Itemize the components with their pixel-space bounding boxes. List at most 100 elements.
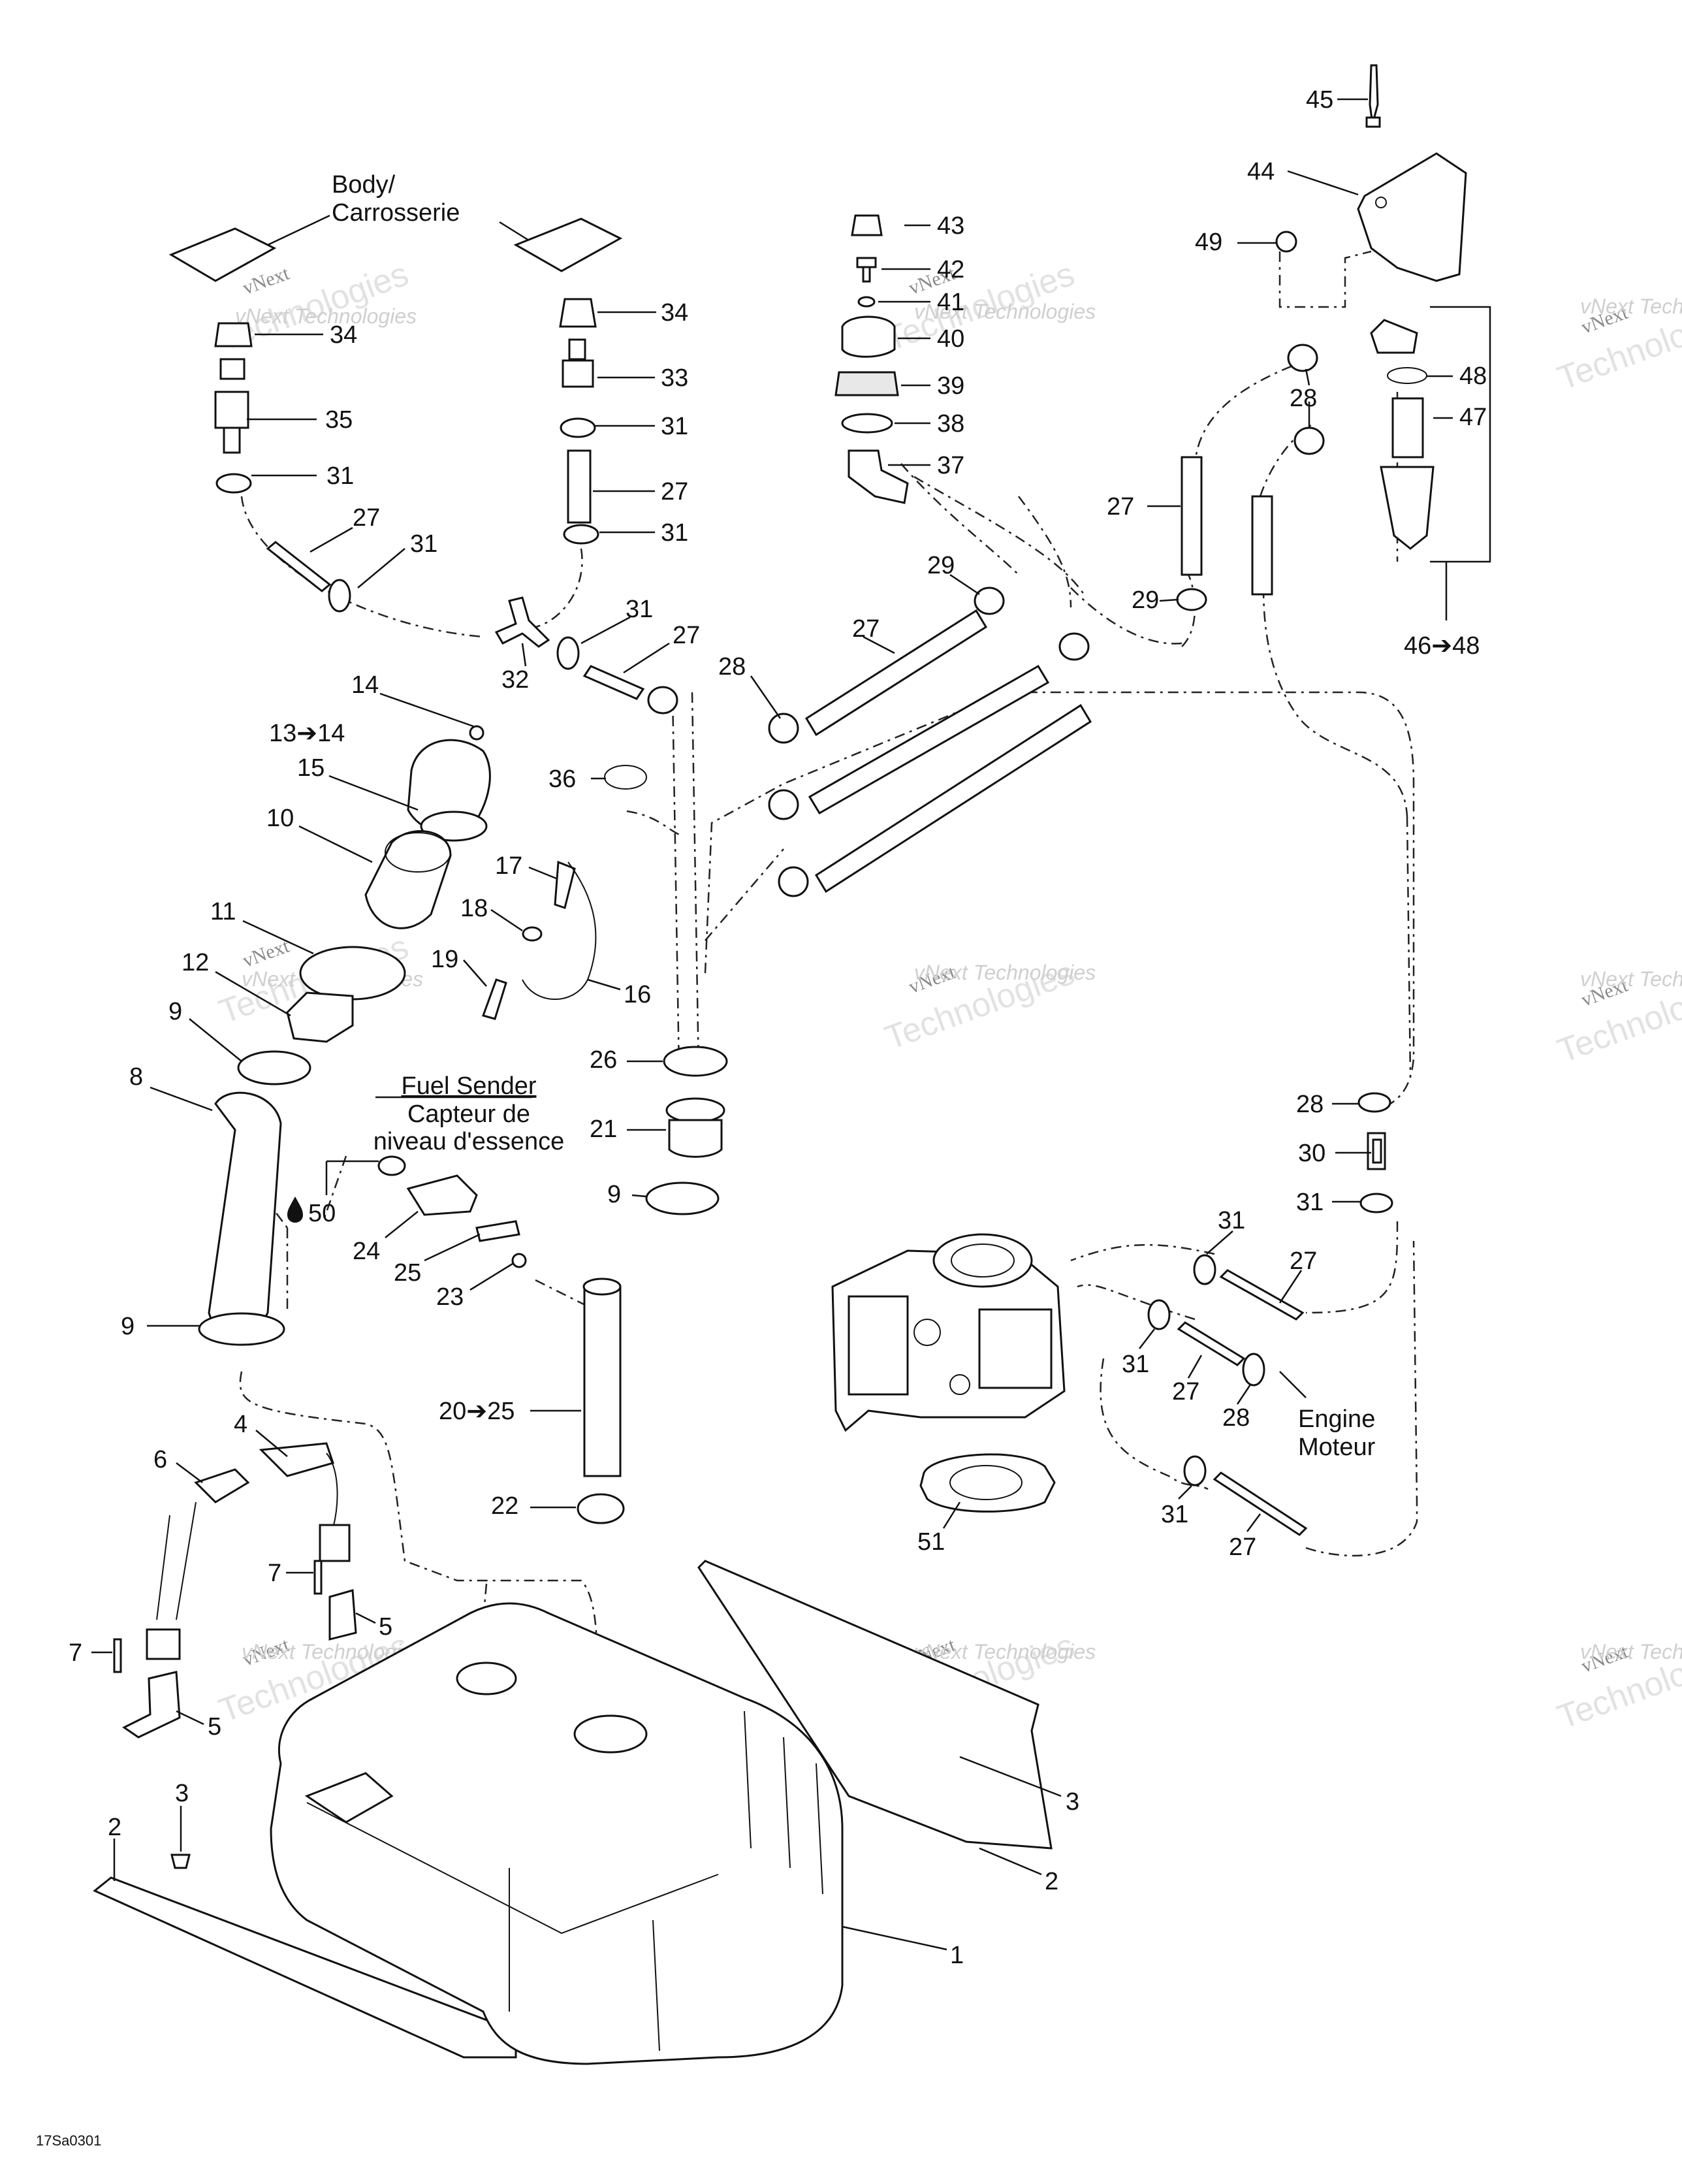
carburetor (831, 1233, 1066, 1432)
watermark: vNext Technologies (880, 954, 1079, 1057)
callout-33: 33 (661, 364, 688, 392)
callout-28: 28 (1222, 1404, 1250, 1432)
callout-28: 28 (718, 653, 746, 681)
part-51-gasket (919, 1453, 1056, 1513)
callout-31: 31 (661, 413, 688, 440)
callout-51: 51 (917, 1528, 945, 1556)
callout-27: 27 (1172, 1378, 1199, 1405)
callout-5: 5 (208, 1713, 221, 1741)
watermark-brand: vNext Technologies (235, 304, 417, 328)
part-43-knob (851, 214, 883, 236)
callout-38: 38 (937, 410, 964, 438)
callout-9: 9 (121, 1313, 135, 1340)
part-33-check-valve (562, 338, 594, 388)
part-37-fuel-valve (848, 449, 909, 504)
callout-30: 30 (1298, 1140, 1325, 1167)
part-34-vent-right (559, 298, 597, 328)
callout-36: 36 (548, 765, 576, 793)
callout-49: 49 (1195, 229, 1222, 256)
callout-1: 1 (950, 1942, 964, 1969)
callout-3: 3 (1066, 1788, 1079, 1816)
callout-27: 27 (661, 478, 688, 506)
callout-7: 7 (268, 1560, 281, 1587)
part-49-nut (1275, 231, 1297, 253)
part-40-handle (841, 315, 896, 358)
callout-47: 47 (1459, 404, 1487, 431)
callout-50: 50 (308, 1200, 336, 1227)
drop-symbol: 50 (287, 1160, 379, 1227)
callout-18: 18 (460, 895, 488, 922)
callout-31: 31 (1296, 1189, 1324, 1216)
callout-29: 29 (1132, 586, 1159, 614)
callout-32: 32 (501, 666, 529, 694)
callout-35: 35 (325, 406, 353, 434)
callout-21: 21 (590, 1116, 617, 1143)
callout-28: 28 (1296, 1091, 1324, 1118)
watermark: vNext Technologies (1553, 967, 1682, 1070)
part-44-bracket (1357, 152, 1467, 282)
part-1-fuel-tank (270, 1602, 844, 2065)
callout-27: 27 (852, 615, 880, 643)
body-plate-right (513, 217, 623, 272)
callout-20-25: 20➔25 (439, 1398, 515, 1425)
callout-31: 31 (1122, 1351, 1149, 1378)
callout-9: 9 (607, 1181, 621, 1208)
callout-6: 6 (153, 1446, 167, 1473)
part-9-clamp (198, 1312, 285, 1346)
callout-31: 31 (326, 462, 354, 490)
leader-lines (91, 98, 1453, 1951)
callout-27: 27 (673, 622, 700, 649)
callout-16: 16 (624, 981, 651, 1008)
part-5-bracket (122, 1589, 357, 1739)
watermark-brand: vNext Technologies (1580, 1640, 1682, 1663)
callout-45: 45 (1306, 86, 1333, 114)
callout-44: 44 (1247, 158, 1275, 185)
watermarks: vNext Technologies vNext Technologies vN… (214, 255, 1682, 1737)
callout-9: 9 (168, 998, 182, 1025)
part-15-filler-cap (407, 739, 491, 842)
hoses-27 (266, 449, 1386, 1536)
engine-heading-line2: Moteur (1298, 1434, 1376, 1461)
callout-7: 7 (69, 1639, 82, 1667)
callout-23: 23 (436, 1283, 464, 1311)
part-42-screw (856, 257, 877, 283)
callout-42: 42 (937, 256, 964, 283)
part-50-connector (377, 1155, 406, 1176)
part-34-vent-left (214, 322, 253, 347)
callout-37: 37 (937, 452, 964, 479)
part-45-rivet (1365, 64, 1381, 128)
callout-31: 31 (626, 596, 653, 623)
clamps-31 (215, 417, 1393, 1486)
part-23-nut (511, 1253, 527, 1268)
callout-46-48: 46➔48 (1404, 632, 1480, 660)
part-22-grommet (577, 1493, 625, 1524)
bracket-line (1430, 306, 1491, 563)
callout-12: 12 (182, 949, 209, 976)
part-19-pin (482, 978, 507, 1020)
part-39-nut (834, 371, 899, 396)
part-9-clamp (237, 1050, 311, 1085)
part-20-fuel-sender (582, 1277, 622, 1477)
callout-2: 2 (108, 1814, 121, 1841)
callout-5: 5 (379, 1613, 392, 1641)
part-24-connector (406, 1174, 478, 1216)
part-35-check-valve (214, 358, 249, 454)
callout-25: 25 (394, 1259, 421, 1287)
fuel-sender-heading: Fuel Sender Capteur de niveau d'essence (373, 1072, 564, 1155)
part-41-washer (857, 296, 876, 308)
part-30-fitting (1372, 1138, 1382, 1164)
callout-40: 40 (937, 325, 964, 353)
fuel-sender-heading-line3: niveau d'essence (373, 1128, 564, 1155)
part-12-nut (286, 991, 354, 1043)
fuel-sender-heading-line1: Fuel Sender (401, 1072, 536, 1100)
part-46-fuel-filter (1370, 319, 1435, 550)
part-6-strap (146, 1468, 250, 1660)
callout-2: 2 (1045, 1868, 1058, 1895)
callout-31: 31 (661, 519, 688, 547)
part-32-y-fitting (494, 596, 550, 648)
callout-15: 15 (297, 754, 325, 782)
callout-17: 17 (495, 852, 522, 880)
callout-4: 4 (234, 1411, 247, 1438)
part-38-washer (841, 413, 893, 434)
